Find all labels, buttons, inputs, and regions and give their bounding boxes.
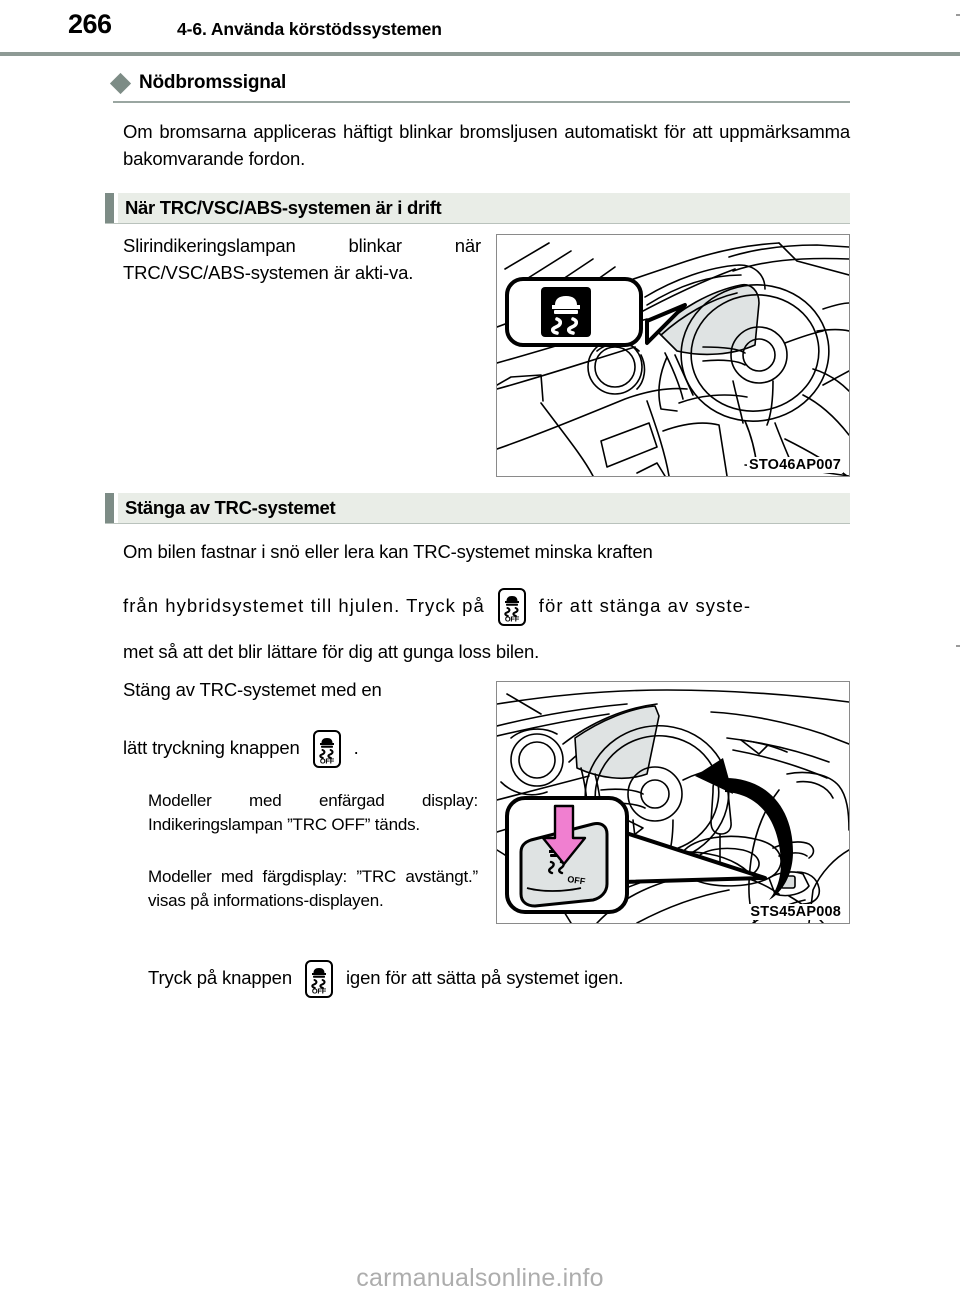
dashboard-slip-indicator-illustration: STO46AP007: [496, 234, 850, 477]
sub-heading-divider: [113, 101, 850, 103]
svg-text:OFF: OFF: [567, 874, 587, 886]
press-button-text-after: .: [353, 736, 359, 758]
bullet-item-color-display: Modeller med färgdisplay: ”TRC avstängt.…: [148, 867, 478, 910]
section-title: När TRC/VSC/ABS-systemen är i drift: [125, 197, 442, 218]
trc-off-paragraph-text-after: för att stänga av syste-: [538, 594, 752, 616]
page-number: 266: [68, 9, 112, 39]
section-1-body: Slirindikeringslampan blinkar när TRC/VS…: [123, 235, 481, 283]
edge-tick-mid: [956, 645, 960, 647]
section-accent-bar: [105, 193, 114, 223]
trc-off-paragraph-line1: Om bilen fastnar i snö eller lera kan TR…: [123, 541, 653, 562]
trc-off-button-icon: OFF: [312, 730, 341, 768]
edge-tick-top: [956, 14, 960, 16]
press-button-line2: lätt tryckning knappen OFF .: [123, 730, 523, 768]
bullet-item-monochrome-display: Modeller med enfärgad display: Indikerin…: [148, 791, 478, 834]
press-button-text-before: lätt tryckning knappen: [123, 736, 300, 758]
section-header-trc-vsc-abs: När TRC/VSC/ABS-systemen är i drift: [105, 193, 850, 224]
reenable-text-before: Tryck på knappen: [148, 967, 292, 988]
callout-bubble: [505, 277, 687, 347]
intro-paragraph: Om bromsarna appliceras häftigt blinkar …: [123, 121, 850, 169]
section-header-turn-off-trc: Stänga av TRC-systemet: [105, 493, 850, 524]
trc-off-paragraph-line2: från hybridsystemet till hjulen. Tryck p…: [123, 588, 863, 626]
diamond-icon: [109, 72, 132, 94]
page-header: 266 4-6. Använda körstödssystemen: [0, 0, 960, 52]
figure-2-drawing: OFF: [497, 689, 849, 923]
section-accent-gap: [114, 193, 118, 223]
press-button-line1: Stäng av TRC-systemet med en: [123, 679, 382, 700]
callout-bubble: OFF: [505, 796, 767, 914]
press-down-arrow-icon: [541, 804, 587, 866]
sub-heading: Nödbromssignal: [109, 72, 850, 94]
site-watermark: carmanualsonline.info: [356, 1264, 604, 1292]
svg-text:OFF: OFF: [320, 756, 335, 765]
section-accent-bar: [105, 493, 114, 523]
trc-off-paragraph-line3: met så att det blir lättare för dig att …: [123, 641, 540, 662]
console-trc-off-button-illustration: OFF STS45AP008: [496, 681, 850, 924]
press-arrow-curve: [695, 758, 793, 900]
figure-caption: STS45AP008: [748, 904, 843, 920]
reenable-paragraph: Tryck på knappen OFF igen för att sätta …: [148, 960, 848, 999]
trc-off-paragraph-text-before: från hybridsystemet till hjulen. Tryck p…: [123, 594, 485, 616]
sub-heading-label: Nödbromssignal: [139, 72, 287, 93]
svg-text:OFF: OFF: [505, 614, 520, 623]
figure-caption: STO46AP007: [746, 457, 843, 473]
reenable-text-after: igen för att sätta på systemet igen.: [345, 967, 624, 988]
header-divider-highlight: [0, 56, 960, 57]
trc-off-button-icon: OFF: [304, 960, 333, 999]
chapter-title: 4-6. Använda körstödssystemen: [177, 19, 442, 39]
section-title: Stänga av TRC-systemet: [125, 497, 336, 518]
slip-indicator-icon: [541, 287, 591, 337]
figure-1-drawing: [497, 242, 849, 476]
header-divider: [0, 52, 960, 56]
svg-text:OFF: OFF: [312, 987, 327, 996]
trc-off-button-icon: OFF: [497, 588, 526, 626]
section-accent-gap: [114, 493, 118, 523]
